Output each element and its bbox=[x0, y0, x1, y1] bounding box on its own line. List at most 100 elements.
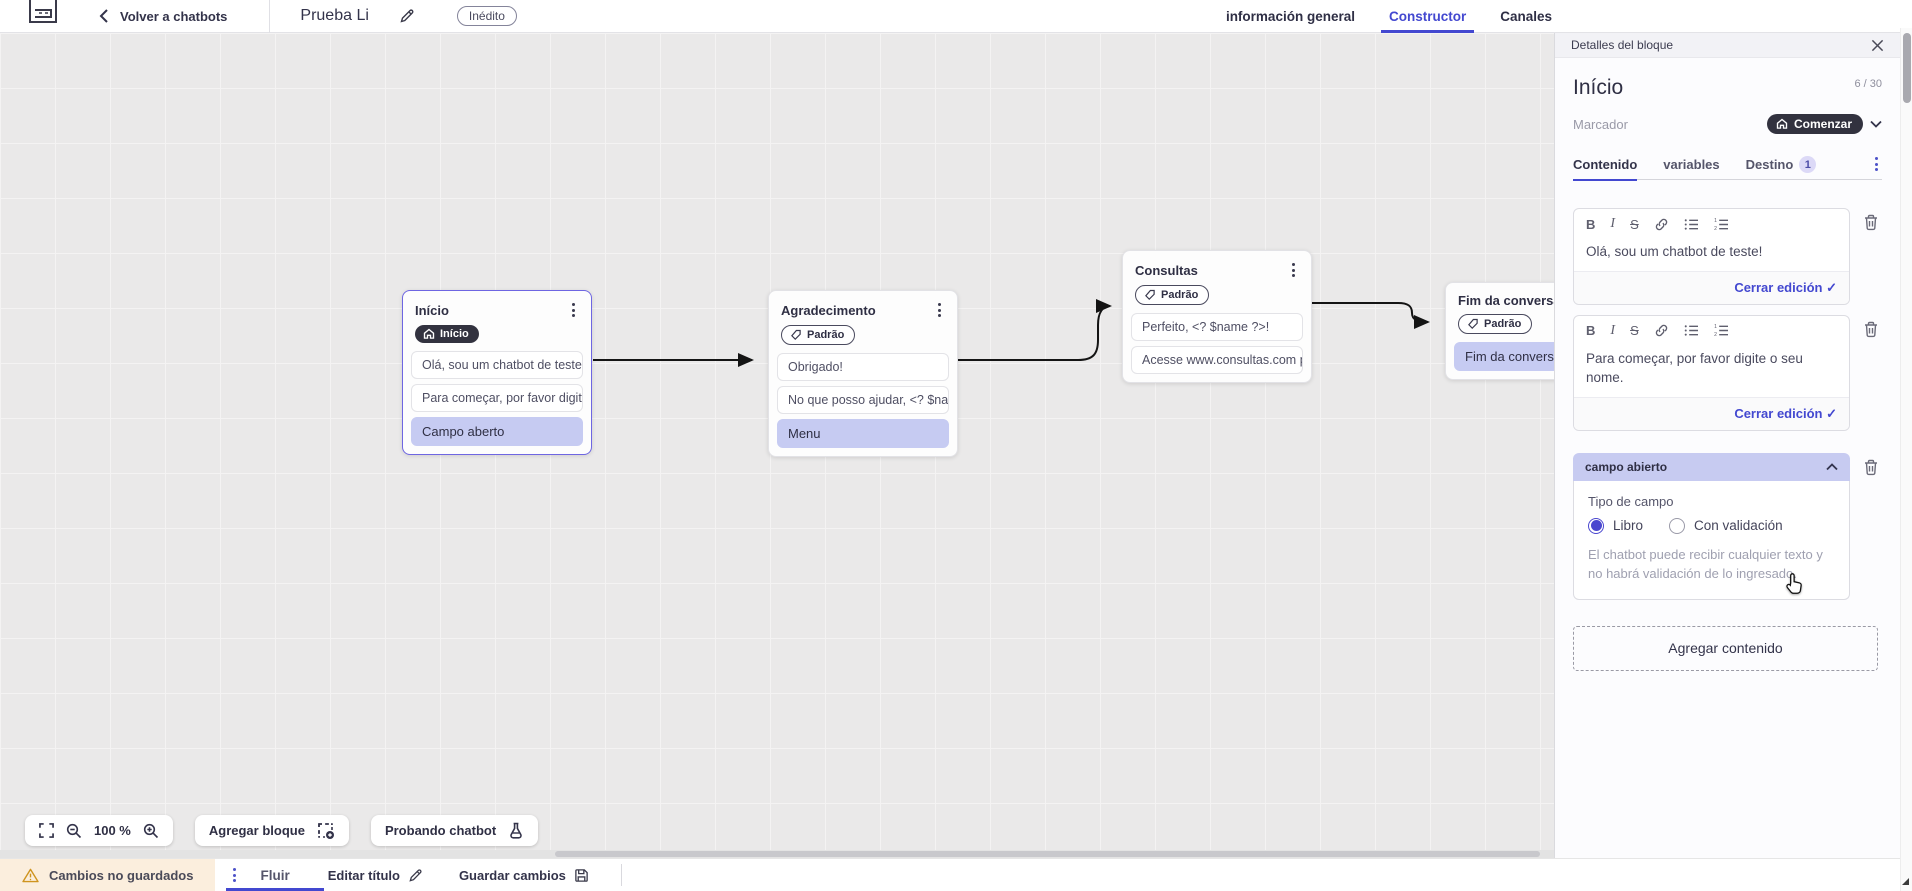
node-message[interactable]: Para começar, por favor digite o ... bbox=[411, 384, 583, 412]
marker-select[interactable]: Comenzar bbox=[1766, 114, 1882, 134]
zoom-out-icon bbox=[66, 823, 82, 838]
scrollbar-thumb[interactable] bbox=[1903, 33, 1911, 103]
strikethrough-button[interactable]: S bbox=[1630, 216, 1639, 232]
tab-informacion-general[interactable]: información general bbox=[1225, 9, 1355, 24]
edit-bot-title-button[interactable] bbox=[399, 8, 415, 24]
bold-button[interactable]: B bbox=[1586, 216, 1596, 232]
node-action-fim[interactable]: Fim da conversa bbox=[1454, 342, 1554, 371]
node-message[interactable]: Perfeito, <? $name ?>! bbox=[1131, 313, 1303, 341]
topbar-divider bbox=[269, 0, 271, 33]
tab-destino[interactable]: Destino 1 bbox=[1746, 150, 1817, 180]
chevron-up-icon bbox=[1826, 462, 1838, 470]
message-text-input[interactable]: Olá, sou um chatbot de teste! bbox=[1586, 244, 1763, 259]
add-block-icon bbox=[318, 822, 334, 839]
panel-tabs: Contenido variables Destino 1 bbox=[1573, 150, 1882, 181]
canvas-horizontal-scrollbar[interactable] bbox=[0, 850, 1554, 858]
canvas-toolbar: 100 % Agregar bloque Probando chatbot bbox=[25, 815, 539, 846]
node-message[interactable]: Obrigado! bbox=[777, 353, 949, 381]
radio-unselected-icon bbox=[1669, 517, 1686, 534]
add-content-button[interactable]: Agregar contenido bbox=[1573, 625, 1878, 671]
add-block-button[interactable]: Agregar bloque bbox=[194, 815, 349, 846]
flow-canvas[interactable]: Início Início Olá, sou um chatbot de tes… bbox=[0, 33, 1554, 858]
node-inicio[interactable]: Início Início Olá, sou um chatbot de tes… bbox=[402, 290, 592, 455]
link-button[interactable] bbox=[1654, 323, 1669, 338]
tab-constructor[interactable]: Constructor bbox=[1380, 0, 1475, 33]
radio-selected-icon bbox=[1588, 517, 1604, 534]
node-message[interactable]: Acesse www.consultas.com par... bbox=[1131, 346, 1303, 374]
bot-title: Prueba Li bbox=[300, 7, 369, 24]
link-button[interactable] bbox=[1654, 217, 1669, 232]
svg-text:2: 2 bbox=[1714, 226, 1717, 231]
fit-screen-icon bbox=[39, 823, 54, 838]
back-to-chatbots[interactable]: Volver a chatbots bbox=[98, 9, 227, 24]
delete-content-button[interactable] bbox=[1860, 208, 1882, 231]
block-details-panel: Detalles del bloque Início 6 / 30 Marcad… bbox=[1554, 33, 1900, 858]
field-helper-text: El chatbot puede recibir cualquier texto… bbox=[1588, 546, 1823, 582]
italic-button[interactable]: I bbox=[1610, 216, 1616, 231]
node-consultas[interactable]: Consultas Padrão Perfeito, <? $name ?>! … bbox=[1122, 250, 1312, 383]
delete-content-button[interactable] bbox=[1860, 315, 1882, 338]
unsaved-changes-chip: Cambios no guardados bbox=[0, 859, 216, 891]
back-chevron-icon bbox=[99, 9, 108, 23]
close-edit-button[interactable]: Cerrar edición ✓ bbox=[1734, 279, 1837, 295]
open-field-header[interactable]: campo abierto bbox=[1573, 452, 1850, 481]
bullet-list-button[interactable] bbox=[1684, 218, 1699, 231]
bullet-list-icon bbox=[1684, 325, 1698, 336]
flow-tab-fluir[interactable]: Fluir bbox=[226, 859, 325, 891]
delete-field-button[interactable] bbox=[1860, 453, 1882, 476]
bold-button[interactable]: B bbox=[1586, 323, 1596, 339]
node-action-campo-aberto[interactable]: Campo aberto bbox=[411, 417, 583, 446]
numbered-list-icon: 12 bbox=[1714, 324, 1728, 337]
close-edit-button[interactable]: Cerrar edición ✓ bbox=[1734, 405, 1837, 421]
app-logo-icon bbox=[26, 0, 60, 26]
strikethrough-button[interactable]: S bbox=[1630, 323, 1639, 339]
node-badge-default: Padrão bbox=[781, 325, 856, 345]
tab-canales[interactable]: Canales bbox=[1500, 9, 1552, 24]
close-panel-button[interactable] bbox=[1871, 39, 1884, 52]
radio-con-validacion[interactable]: Con validación bbox=[1669, 517, 1783, 534]
svg-text:2: 2 bbox=[1714, 332, 1717, 337]
pencil-icon bbox=[400, 9, 414, 23]
tab-contenido[interactable]: Contenido bbox=[1573, 150, 1638, 181]
flow-menu-button[interactable] bbox=[229, 866, 240, 884]
fit-screen-button[interactable] bbox=[39, 823, 54, 838]
node-title: Fim da conversa bbox=[1458, 293, 1554, 308]
mouse-cursor-hand bbox=[1786, 573, 1802, 594]
zoom-in-button[interactable] bbox=[143, 823, 159, 839]
zoom-out-button[interactable] bbox=[66, 823, 82, 839]
node-menu-button[interactable] bbox=[1288, 261, 1299, 279]
node-fim-da-conversa[interactable]: Fim da conversa Padrão Fim da conversa bbox=[1445, 282, 1554, 380]
panel-menu-button[interactable] bbox=[1871, 155, 1882, 173]
block-name[interactable]: Início bbox=[1573, 76, 1624, 99]
node-menu-button[interactable] bbox=[934, 301, 945, 319]
radio-libro[interactable]: Libro bbox=[1588, 517, 1643, 534]
tag-icon bbox=[791, 329, 801, 340]
open-field-block: campo abierto Tipo de campo Libro bbox=[1573, 452, 1882, 600]
node-message[interactable]: Olá, sou um chatbot de teste! bbox=[411, 351, 583, 379]
node-message[interactable]: No que posso ajudar, <? $name ... bbox=[777, 386, 949, 414]
tab-variables[interactable]: variables bbox=[1663, 157, 1720, 172]
node-agradecimento[interactable]: Agradecimento Padrão Obrigado! No que po… bbox=[768, 290, 958, 457]
test-chatbot-button[interactable]: Probando chatbot bbox=[370, 815, 539, 846]
save-changes-button[interactable]: Guardar cambios bbox=[441, 859, 607, 891]
numbered-list-icon: 12 bbox=[1714, 218, 1728, 231]
node-title: Início bbox=[415, 302, 449, 318]
link-icon bbox=[1655, 324, 1667, 337]
message-text-input[interactable]: Para começar, por favor digite o seu nom… bbox=[1586, 350, 1803, 386]
node-menu-button[interactable] bbox=[568, 301, 579, 319]
italic-button[interactable]: I bbox=[1610, 322, 1616, 338]
bullet-list-button[interactable] bbox=[1684, 324, 1699, 337]
marker-pill: Comenzar bbox=[1766, 114, 1863, 134]
link-icon bbox=[1655, 218, 1667, 230]
node-badge-default: Padrão bbox=[1135, 285, 1210, 305]
node-action-menu[interactable]: Menu bbox=[777, 419, 949, 448]
panel-vertical-scrollbar[interactable] bbox=[1900, 28, 1912, 891]
edit-title-button[interactable]: Editar título bbox=[310, 859, 441, 891]
resize-corner bbox=[1902, 878, 1909, 885]
scrollbar-thumb[interactable] bbox=[555, 851, 1540, 857]
